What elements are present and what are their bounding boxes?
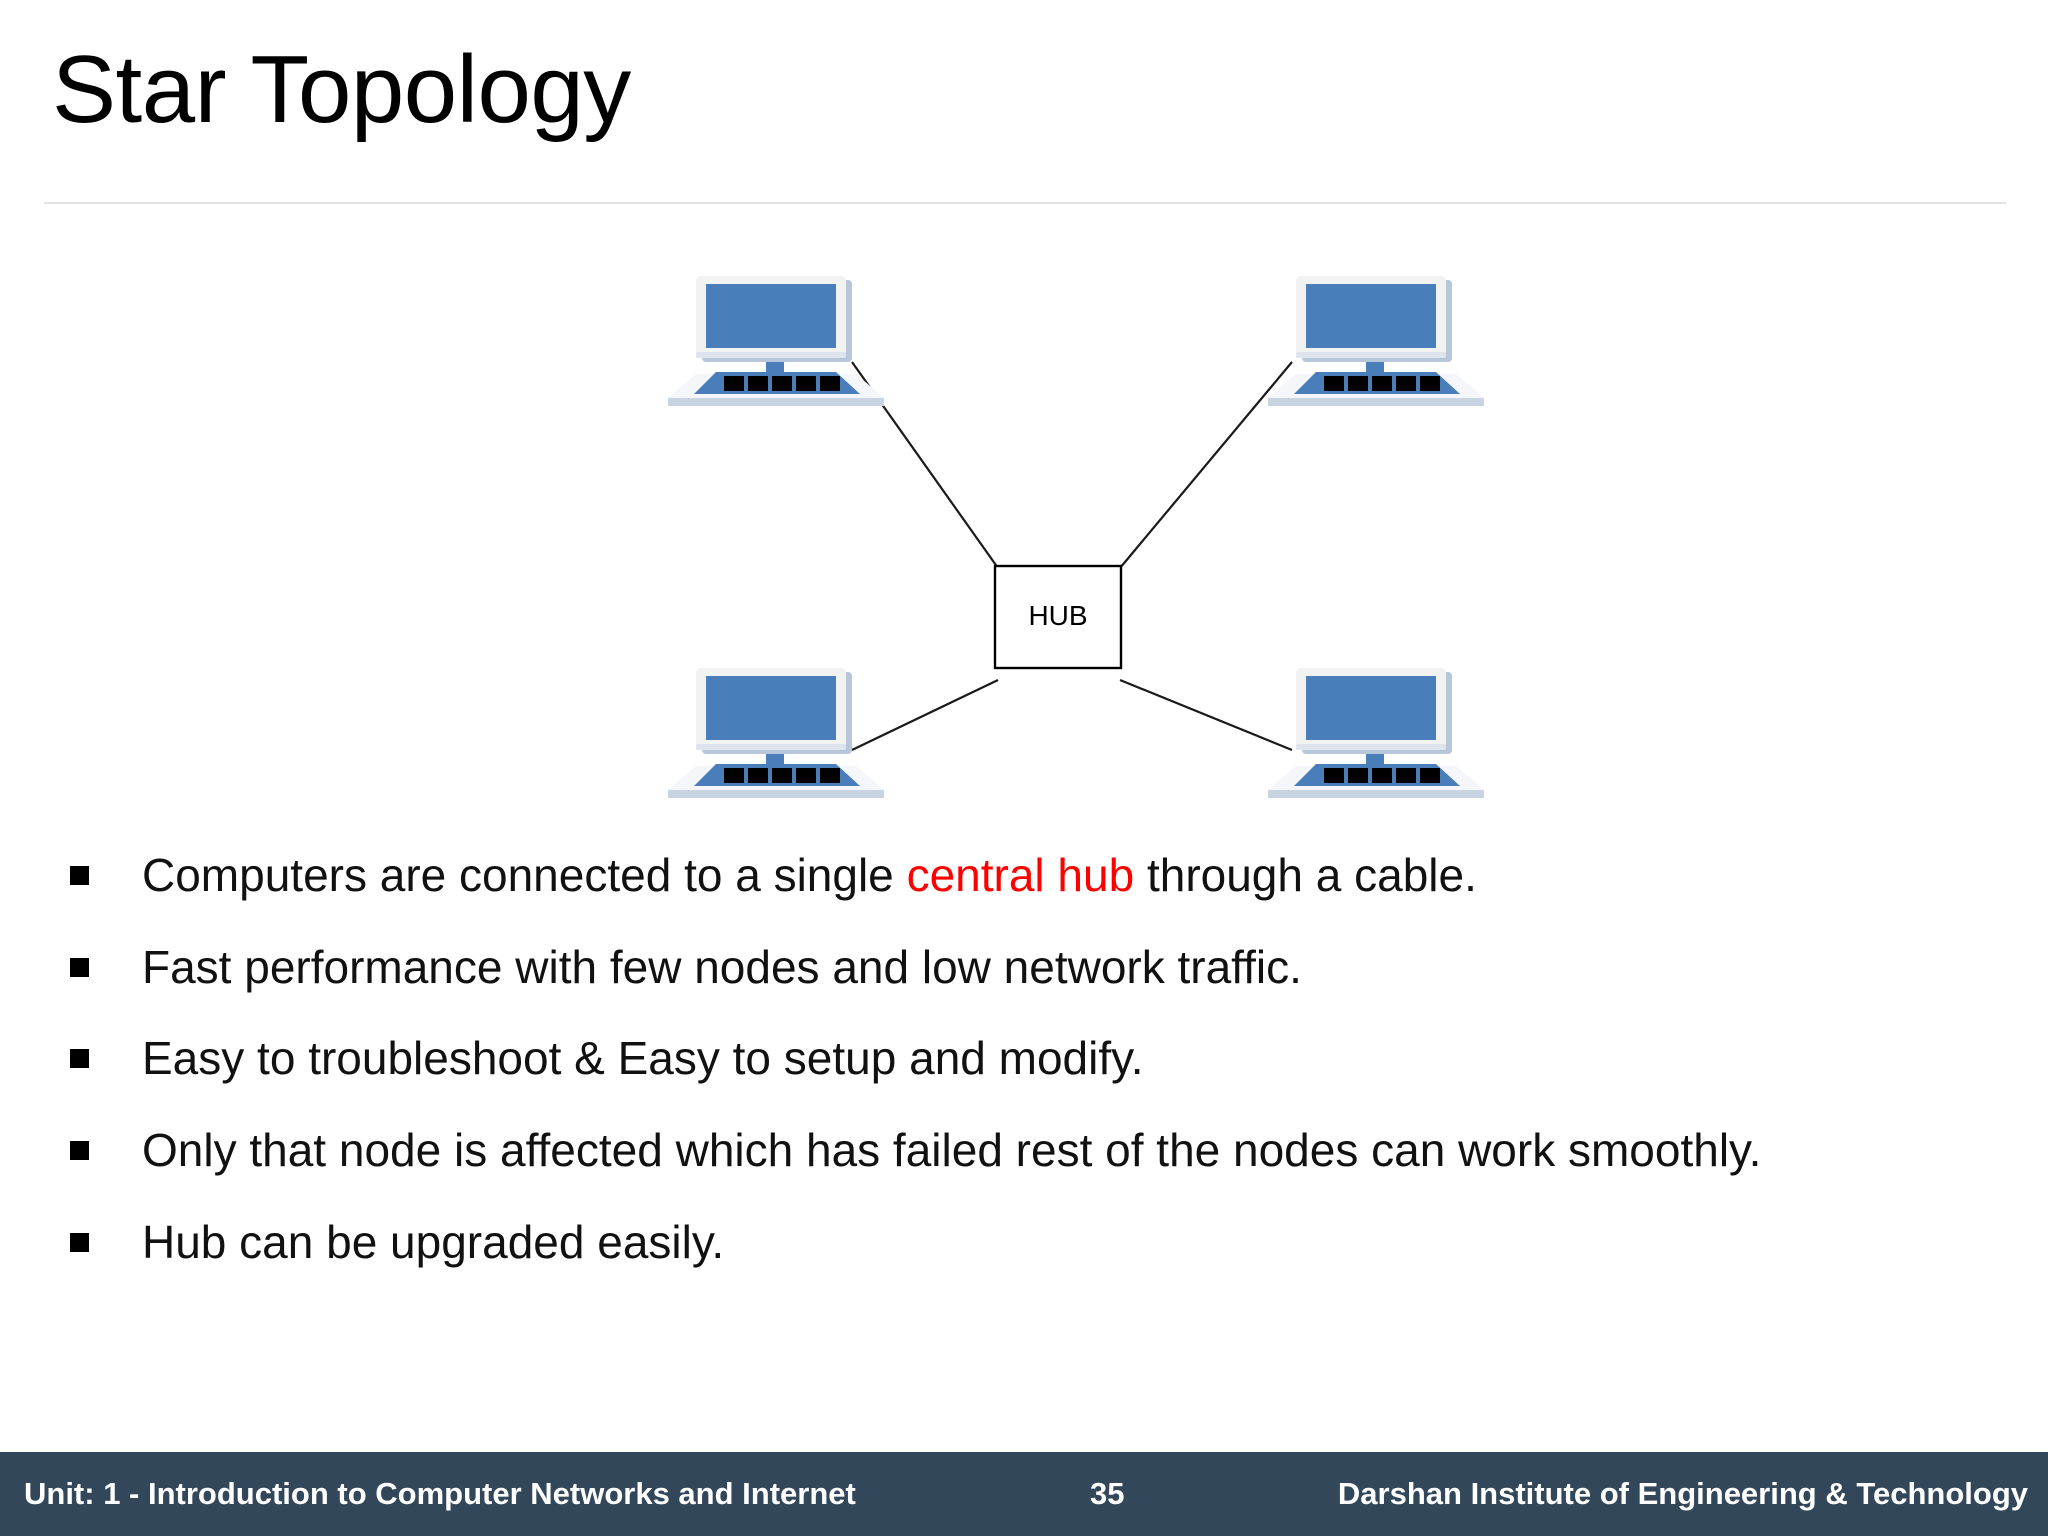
- list-item: Hub can be upgraded easily.: [58, 1212, 2018, 1274]
- computer-bottom-left: [668, 668, 884, 798]
- list-item-text: Fast performance with few nodes and low …: [142, 940, 1302, 993]
- list-item: Fast performance with few nodes and low …: [58, 937, 2018, 999]
- list-item-text-before: Computers are connected to a single: [142, 849, 907, 901]
- hub-node: HUB: [993, 564, 1123, 670]
- footer-bar: Unit: 1 - Introduction to Computer Netwo…: [0, 1452, 2048, 1536]
- computer-bottom-right: [1268, 668, 1484, 798]
- list-item-text: Easy to troubleshoot & Easy to setup and…: [142, 1032, 1144, 1085]
- footer-unit-label: Unit: 1 - Introduction to Computer Netwo…: [24, 1476, 856, 1511]
- star-topology-diagram: HUB: [620, 250, 1500, 850]
- link-bottom-left-to-hub: [851, 679, 999, 751]
- bullet-square-icon: [70, 1232, 89, 1252]
- computer-top-right: [1268, 276, 1484, 406]
- bullet-square-icon: [70, 957, 89, 977]
- title-divider: [44, 202, 2006, 204]
- list-item: Only that node is affected which has fai…: [58, 1120, 2018, 1182]
- bullet-list: Computers are connected to a single cent…: [58, 845, 2018, 1273]
- list-item-text: Only that node is affected which has fai…: [142, 1123, 1762, 1176]
- connection-lines: [851, 361, 1293, 752]
- hub-label: HUB: [1028, 600, 1087, 631]
- link-bottom-right-to-hub: [1119, 678, 1293, 752]
- page-title: Star Topology: [52, 36, 631, 143]
- list-item-text: Hub can be upgraded easily.: [142, 1215, 725, 1268]
- footer-page-number: 35: [1090, 1476, 1125, 1511]
- highlight-central-hub: central hub: [906, 849, 1135, 901]
- computer-top-left: [668, 276, 884, 406]
- bullet-square-icon: [70, 1140, 89, 1160]
- link-top-right-to-hub: [1119, 361, 1293, 569]
- list-item: Computers are connected to a single cent…: [58, 845, 2018, 907]
- list-item: Easy to troubleshoot & Easy to setup and…: [58, 1028, 2018, 1090]
- footer-institute-label: Darshan Institute of Engineering & Techn…: [1337, 1476, 2028, 1511]
- list-item-text: Computers are connected to a single cent…: [142, 845, 2018, 907]
- bullet-square-icon: [70, 1049, 89, 1069]
- list-item-text-after: through a cable.: [1134, 849, 1477, 901]
- bullet-square-icon: [70, 866, 89, 885]
